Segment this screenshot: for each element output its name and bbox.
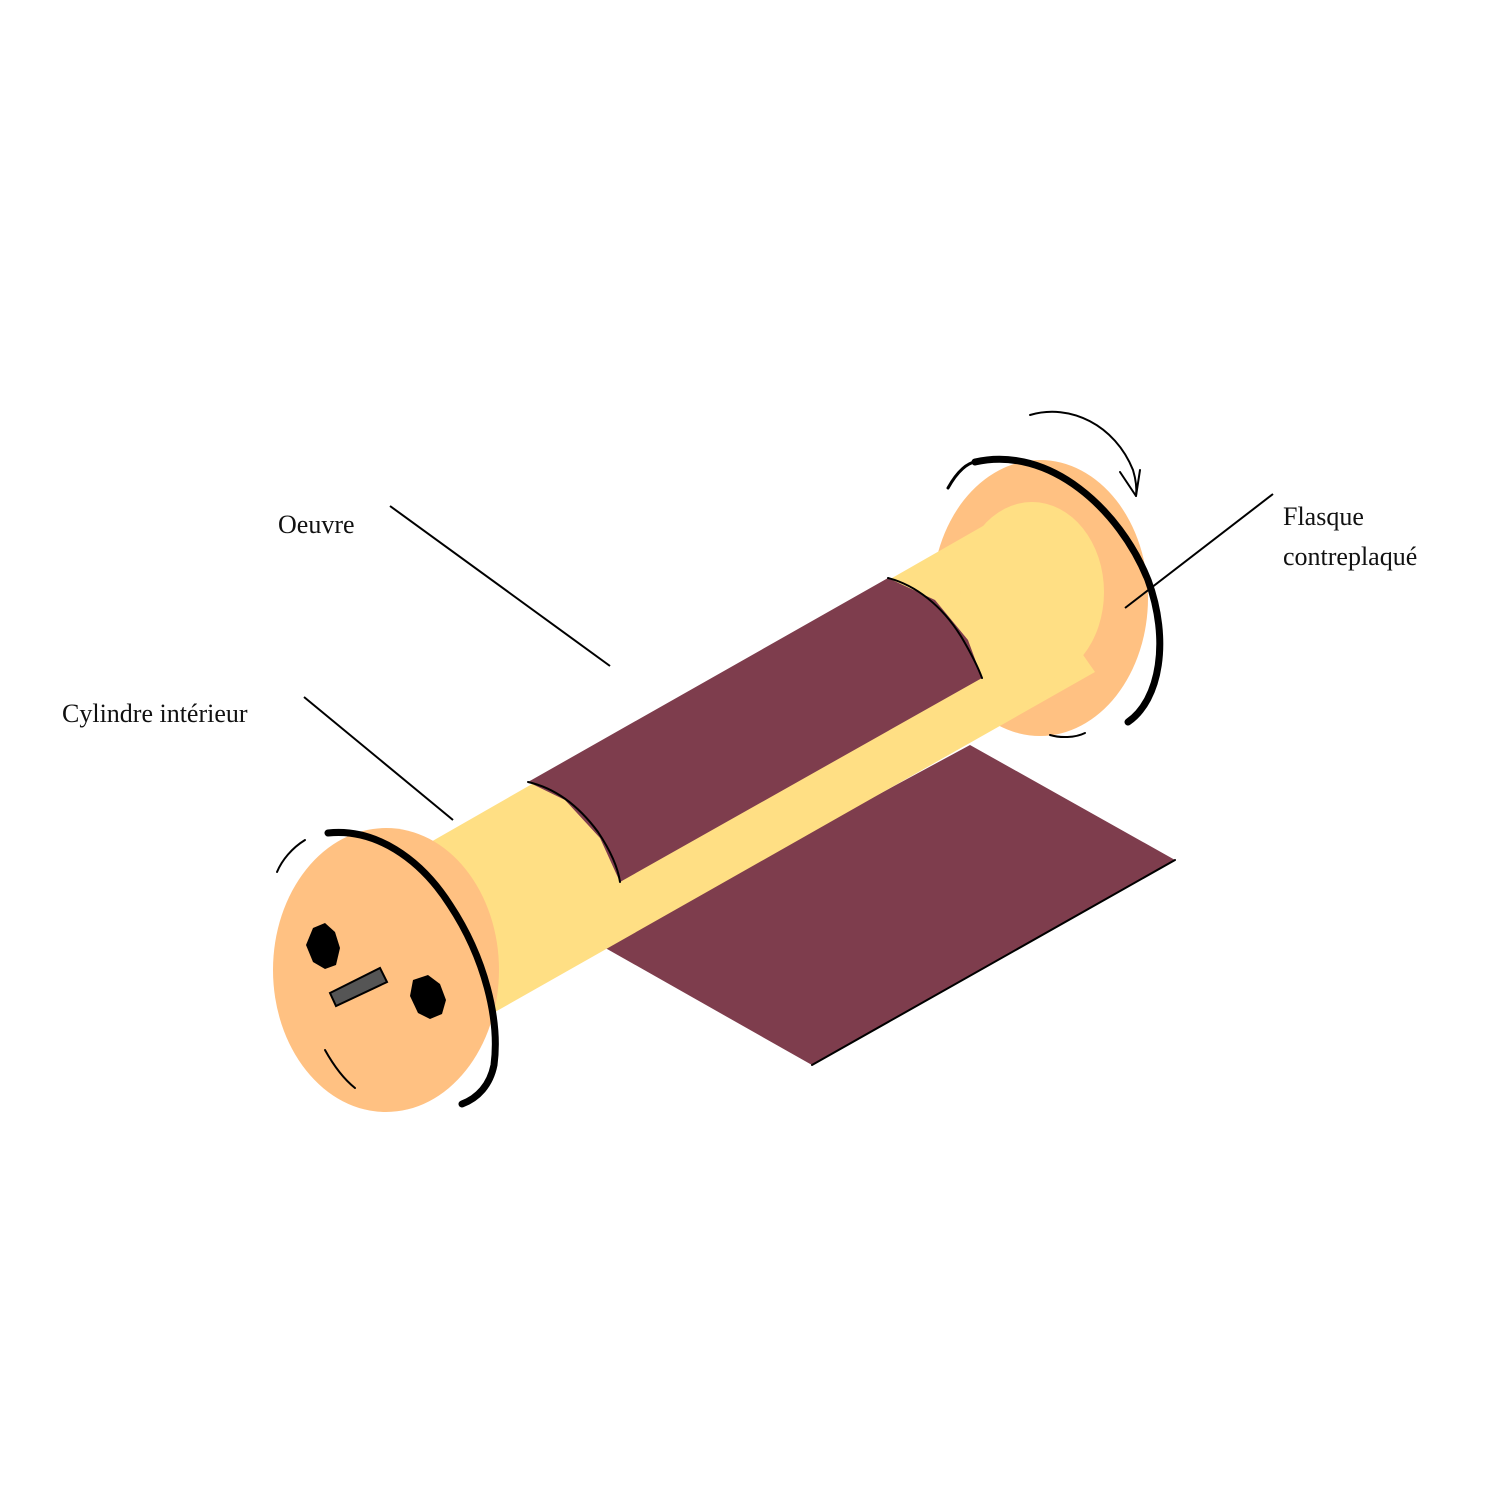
canvas-sheet	[600, 745, 1175, 1065]
label-flange-line1: Flasque	[1283, 502, 1364, 531]
label-oeuvre: Oeuvre	[278, 510, 355, 539]
curved-arrow-icon	[1029, 410, 1141, 497]
flange-hole-left	[306, 923, 340, 969]
flange-hole-right	[410, 975, 446, 1019]
axle-rod	[328, 966, 389, 1008]
artwork-wrapped	[528, 578, 982, 882]
artwork-edge-left	[527, 781, 621, 883]
leader-flange	[1124, 493, 1274, 609]
label-inner-cylinder: Cylindre intérieur	[62, 699, 248, 728]
inner-cylinder-end	[960, 502, 1104, 682]
artwork-edge-right	[887, 577, 983, 679]
label-flange-line2: contreplaqué	[1283, 542, 1417, 571]
left-flange	[273, 828, 499, 1112]
leader-cylinder	[303, 696, 454, 821]
leader-oeuvre	[389, 505, 611, 667]
canvas-sheet-edge	[811, 859, 1176, 1066]
